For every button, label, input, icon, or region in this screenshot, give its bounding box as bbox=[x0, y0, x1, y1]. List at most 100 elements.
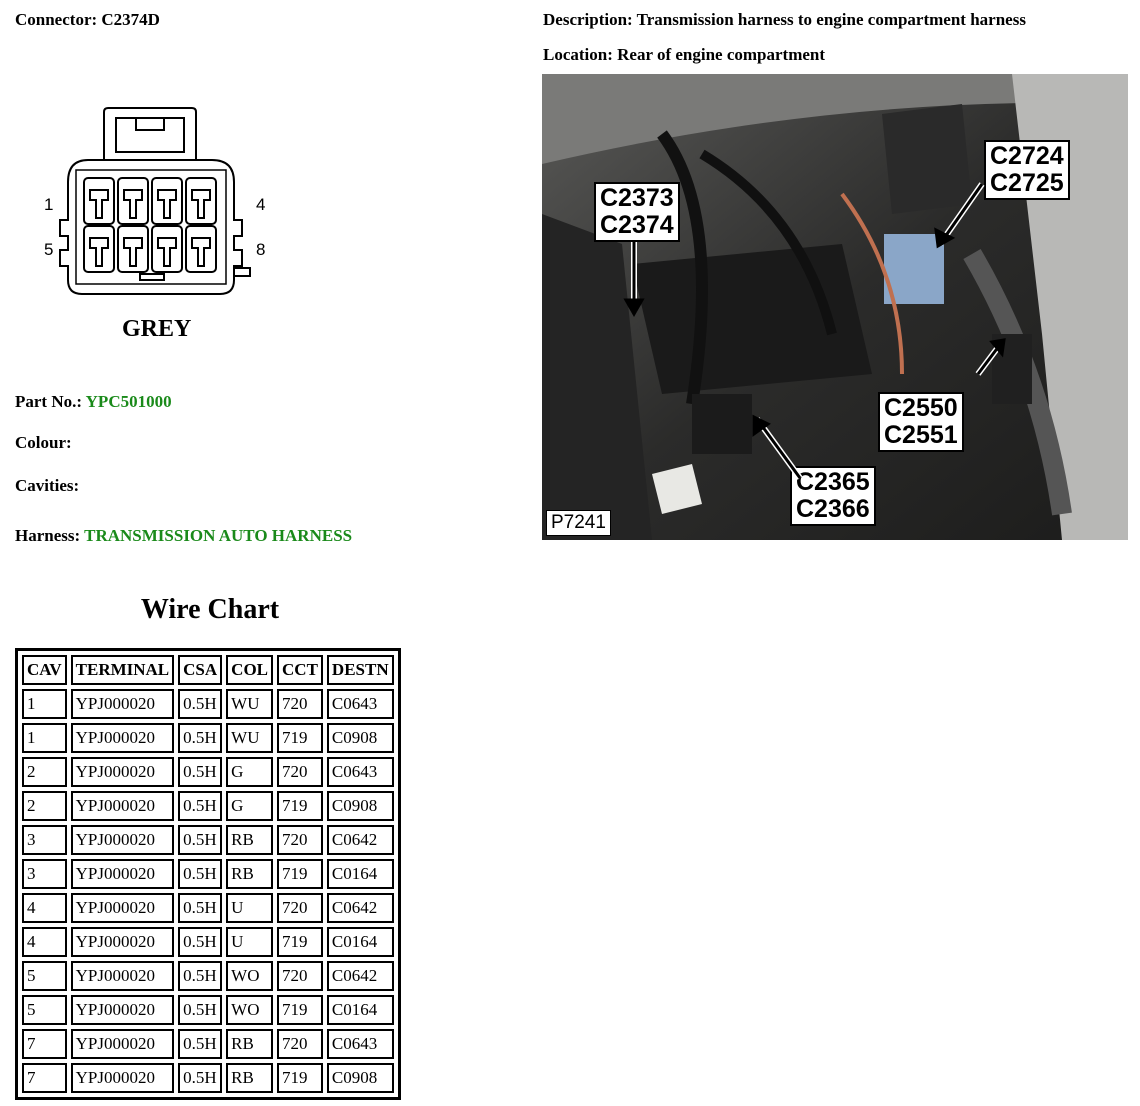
cell-col: WU bbox=[226, 689, 274, 719]
callout-c2373-line1: C2373 bbox=[600, 184, 674, 212]
colour-line: Colour: bbox=[15, 433, 72, 453]
cell-terminal: YPJ000020 bbox=[70, 825, 175, 855]
connector-value: C2374D bbox=[101, 10, 160, 29]
cell-cct: 720 bbox=[277, 825, 323, 855]
cell-cct: 720 bbox=[277, 893, 323, 923]
pin-label-4: 4 bbox=[256, 195, 265, 214]
cell-csa: 0.5H bbox=[178, 995, 223, 1025]
column-header-terminal: TERMINAL bbox=[70, 655, 175, 685]
callout-c2365: C2365 C2366 bbox=[790, 466, 876, 526]
column-header-destn: DESTN bbox=[326, 655, 394, 685]
cell-cct: 720 bbox=[277, 689, 323, 719]
callout-c2550: C2550 C2551 bbox=[878, 392, 964, 452]
column-header-cct: CCT bbox=[277, 655, 323, 685]
description-value: Transmission harness to engine compartme… bbox=[636, 10, 1026, 29]
cell-cav: 2 bbox=[22, 791, 67, 821]
callout-c2550-line1: C2550 bbox=[884, 394, 958, 422]
wire-chart-title: Wire Chart bbox=[140, 594, 280, 625]
callout-c2365-line2: C2366 bbox=[796, 495, 870, 523]
cell-destn: C0164 bbox=[326, 927, 394, 957]
cell-cct: 719 bbox=[277, 995, 323, 1025]
cell-csa: 0.5H bbox=[178, 689, 223, 719]
cell-destn: C0642 bbox=[326, 961, 394, 991]
callout-c2365-line1: C2365 bbox=[796, 468, 870, 496]
description-label: Description: bbox=[543, 10, 633, 29]
cavities-line: Cavities: bbox=[15, 476, 79, 496]
connector-colour-label: GREY bbox=[122, 316, 191, 342]
cell-destn: C0642 bbox=[326, 893, 394, 923]
column-header-cav: CAV bbox=[22, 655, 67, 685]
cell-terminal: YPJ000020 bbox=[70, 961, 175, 991]
cell-csa: 0.5H bbox=[178, 825, 223, 855]
cell-destn: C0908 bbox=[326, 791, 394, 821]
cell-csa: 0.5H bbox=[178, 927, 223, 957]
cell-csa: 0.5H bbox=[178, 961, 223, 991]
cell-cct: 720 bbox=[277, 757, 323, 787]
cell-destn: C0643 bbox=[326, 757, 394, 787]
cell-destn: C0908 bbox=[326, 723, 394, 753]
location-line: Location: Rear of engine compartment bbox=[543, 45, 825, 65]
column-header-csa: CSA bbox=[178, 655, 223, 685]
harness-label: Harness: bbox=[15, 526, 81, 545]
cell-cct: 719 bbox=[277, 859, 323, 889]
cell-terminal: YPJ000020 bbox=[70, 893, 175, 923]
cell-col: WO bbox=[226, 961, 274, 991]
cell-csa: 0.5H bbox=[178, 859, 223, 889]
cell-destn: C0643 bbox=[326, 689, 394, 719]
cell-terminal: YPJ000020 bbox=[70, 689, 175, 719]
cell-terminal: YPJ000020 bbox=[70, 723, 175, 753]
cell-csa: 0.5H bbox=[178, 1029, 223, 1059]
cell-col: WU bbox=[226, 723, 274, 753]
cell-destn: C0164 bbox=[326, 995, 394, 1025]
cavities-label: Cavities: bbox=[15, 476, 80, 495]
cell-cct: 719 bbox=[277, 1063, 323, 1093]
cell-cav: 2 bbox=[22, 757, 67, 787]
cell-col: RB bbox=[226, 1063, 274, 1093]
callout-c2550-line2: C2551 bbox=[884, 421, 958, 449]
callout-c2724-line1: C2724 bbox=[990, 142, 1064, 170]
cell-terminal: YPJ000020 bbox=[70, 1063, 175, 1093]
cell-csa: 0.5H bbox=[178, 757, 223, 787]
cell-col: RB bbox=[226, 859, 274, 889]
location-label: Location: bbox=[543, 45, 613, 64]
cell-csa: 0.5H bbox=[178, 893, 223, 923]
colour-label: Colour: bbox=[15, 433, 72, 452]
cell-terminal: YPJ000020 bbox=[70, 995, 175, 1025]
part-no-line: Part No.: YPC501000 bbox=[15, 392, 172, 412]
description-line: Description: Transmission harness to eng… bbox=[543, 10, 1026, 30]
cell-col: G bbox=[226, 791, 274, 821]
cell-col: RB bbox=[226, 825, 274, 855]
pin-label-1: 1 bbox=[44, 195, 53, 214]
cell-cav: 3 bbox=[22, 825, 67, 855]
connector-diagram: 1 4 5 8 GREY bbox=[44, 107, 265, 342]
callout-c2373-line2: C2374 bbox=[600, 211, 674, 239]
cell-terminal: YPJ000020 bbox=[70, 791, 175, 821]
cell-destn: C0908 bbox=[326, 1063, 394, 1093]
cell-destn: C0164 bbox=[326, 859, 394, 889]
cell-csa: 0.5H bbox=[178, 791, 223, 821]
cell-cav: 4 bbox=[22, 893, 67, 923]
photo-code: P7241 bbox=[546, 510, 611, 536]
callout-c2373: C2373 C2374 bbox=[594, 182, 680, 242]
harness-value: TRANSMISSION AUTO HARNESS bbox=[84, 526, 353, 545]
cell-col: WO bbox=[226, 995, 274, 1025]
cell-cct: 719 bbox=[277, 927, 323, 957]
cell-cav: 5 bbox=[22, 961, 67, 991]
cell-col: U bbox=[226, 927, 274, 957]
pin-label-5: 5 bbox=[44, 240, 53, 259]
connector-label: Connector: bbox=[15, 10, 98, 29]
cell-terminal: YPJ000020 bbox=[70, 1029, 175, 1059]
cell-col: U bbox=[226, 893, 274, 923]
cell-destn: C0642 bbox=[326, 825, 394, 855]
part-no-value: YPC501000 bbox=[85, 392, 172, 411]
